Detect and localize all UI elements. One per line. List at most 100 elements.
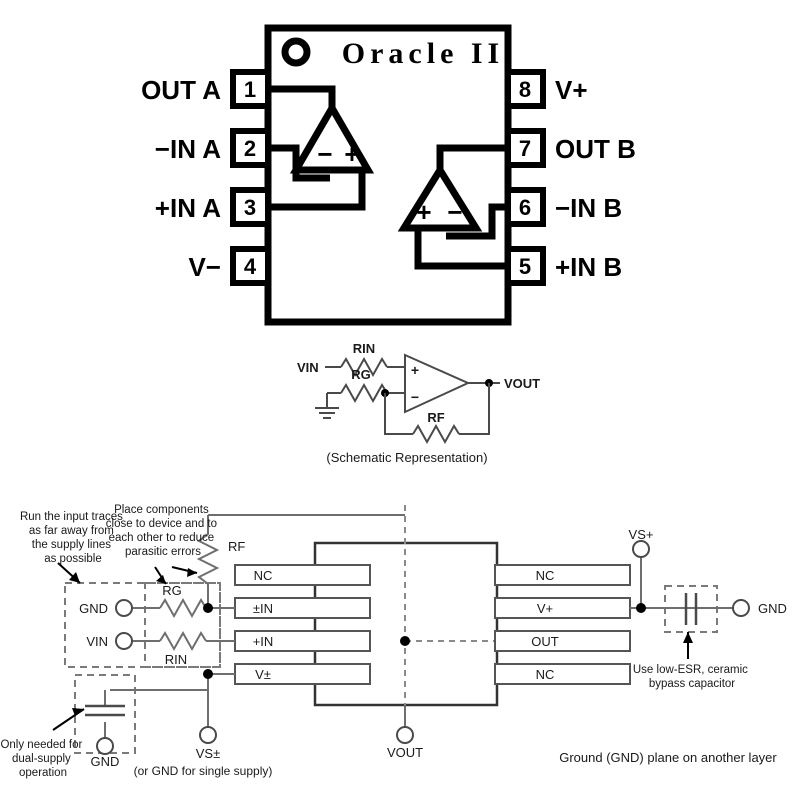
terminal-gnd-right[interactable]	[732, 599, 750, 617]
pad-v-plus: V+	[494, 597, 631, 619]
pin-number-5: 5	[519, 254, 531, 279]
label-rg-layout: RG	[162, 583, 182, 598]
pin-number-3: 3	[244, 195, 256, 220]
terminal-vin[interactable]	[115, 632, 133, 650]
schematic-opamp-triangle	[404, 353, 471, 414]
node-vsplus-junction	[636, 603, 646, 613]
resistor-rin-layout	[159, 630, 207, 652]
pad-nc-left: NC	[234, 564, 371, 586]
note-place-components: Place components close to device and to …	[106, 504, 220, 585]
terminal-gnd-left[interactable]	[115, 599, 133, 617]
pad-pm-in: ±IN	[234, 597, 371, 619]
schematic-opamp-minus: −	[411, 389, 419, 405]
pin1-marker-icon	[281, 37, 311, 67]
pin-number-7: 7	[519, 136, 531, 161]
node-rf-in-junction	[203, 603, 213, 613]
schematic-vout-label: VOUT	[504, 376, 540, 391]
pin-box-5[interactable]: 5	[505, 246, 546, 286]
resistor-rf-layout	[196, 515, 220, 608]
package-pinout-section: Oracle II 1 OUT A 2 −IN A 3 +IN A 4 V−	[141, 24, 636, 326]
label-vs-pm: VS±	[196, 746, 220, 761]
pcb-layout-section: NC ±IN +IN V± NC V+	[0, 504, 786, 779]
label-vin: VIN	[86, 634, 108, 649]
terminal-gnd-cap[interactable]	[96, 737, 114, 755]
label-rin-layout: RIN	[165, 652, 187, 667]
svg-text:Place components close: Place components close to device and to …	[106, 504, 220, 558]
note-bypass-cap: Use low-ESR, ceramic bypass capacitor	[633, 632, 751, 690]
component-region-box	[144, 582, 221, 668]
pad-label-right-0: NC	[536, 568, 555, 583]
resistor-rg-layout	[159, 597, 207, 619]
pin-label-out-b: OUT B	[555, 134, 636, 164]
pin-number-4: 4	[244, 254, 257, 279]
amp-b-triangle	[397, 163, 483, 232]
label-rf-layout: RF	[228, 539, 245, 554]
pin-label-out-a: OUT A	[141, 75, 221, 105]
amp-b-plus-sign: +	[416, 197, 431, 227]
terminal-vs-plus[interactable]	[632, 540, 650, 558]
svg-text:Use low-ESR, ceramic b: Use low-ESR, ceramic bypass capacitor	[633, 664, 751, 690]
pin-label-v-minus: V−	[188, 252, 221, 282]
amp-a-triangle	[289, 101, 375, 174]
right-pin-group: 8 V+ 7 OUT B 6 −IN B 5 +IN B	[505, 69, 636, 286]
amplifier-a: − +	[268, 85, 375, 211]
pin-label-plus-in-b: +IN B	[555, 252, 622, 282]
label-vs-pm-note: (or GND for single supply)	[134, 764, 273, 778]
amplifier-b: + −	[397, 144, 508, 270]
pin-box-8[interactable]: 8	[505, 69, 546, 109]
schematic-rf-label: RF	[427, 410, 444, 425]
pin-label-plus-in-a: +IN A	[155, 193, 221, 223]
pin-box-3[interactable]: 3	[230, 187, 271, 227]
pad-label-right-2: OUT	[531, 634, 559, 649]
pin-box-2[interactable]: 2	[230, 128, 271, 168]
pin-box-1[interactable]: 1	[230, 69, 271, 109]
ground-symbol-icon	[315, 393, 339, 419]
pad-nc-right-top: NC	[494, 564, 631, 586]
label-gnd-left: GND	[79, 601, 108, 616]
svg-text:Only needed for dual-s: Only needed for dual-supply operation	[0, 739, 85, 779]
pad-out: OUT	[494, 630, 631, 652]
svg-text:Run the input traces a: Run the input traces as far away from th…	[20, 511, 126, 565]
resistor-rf	[412, 423, 460, 445]
pad-v-pm: V±	[234, 663, 371, 685]
pad-plus-in: +IN	[234, 630, 371, 652]
label-gnd-cap: GND	[91, 754, 120, 769]
note-dual-supply: Only needed for dual-supply operation	[0, 708, 85, 779]
pad-label-right-1: V+	[537, 601, 553, 616]
pin-number-6: 6	[519, 195, 531, 220]
schematic-caption: (Schematic Representation)	[326, 450, 487, 465]
schematic-rin-label: RIN	[353, 341, 375, 356]
label-vs-plus: VS+	[629, 527, 654, 542]
pin-box-6[interactable]: 6	[505, 187, 546, 227]
note-gnd-plane: Ground (GND) plane on another layer	[559, 750, 777, 765]
pin-number-1: 1	[244, 77, 256, 102]
terminal-vout[interactable]	[396, 726, 414, 744]
pin-box-4[interactable]: 4	[230, 246, 271, 286]
schematic-vin-label: VIN	[297, 360, 319, 375]
node-vpm-junction	[203, 669, 213, 679]
left-pad-group: NC ±IN +IN V±	[234, 564, 371, 685]
resistor-rg	[340, 382, 388, 404]
amp-a-minus-sign: −	[317, 139, 332, 169]
package-title: Oracle II	[342, 37, 504, 70]
pad-label-left-1: ±IN	[253, 601, 273, 616]
pad-label-right-3: NC	[536, 667, 555, 682]
label-vout: VOUT	[387, 745, 423, 760]
schematic-rg-label: RG	[351, 367, 371, 382]
note-input-traces: Run the input traces as far away from th…	[20, 511, 126, 584]
pin-label-minus-in-a: −IN A	[155, 134, 221, 164]
amp-b-minus-sign: −	[447, 197, 462, 227]
schematic-opamp-plus: +	[411, 362, 419, 378]
pin-box-7[interactable]: 7	[505, 128, 546, 168]
right-pad-group: NC V+ OUT NC	[494, 564, 631, 685]
terminal-vs-pm[interactable]	[199, 726, 217, 744]
pad-nc-right-bottom: NC	[494, 663, 631, 685]
label-gnd-right: GND	[758, 601, 787, 616]
pin-number-8: 8	[519, 77, 531, 102]
dual-supply-capacitor-icon	[85, 704, 125, 717]
schematic-section: VIN RIN RG + − VOUT RF	[297, 341, 540, 465]
pad-label-left-2: +IN	[253, 634, 274, 649]
device-center-node	[400, 636, 410, 646]
